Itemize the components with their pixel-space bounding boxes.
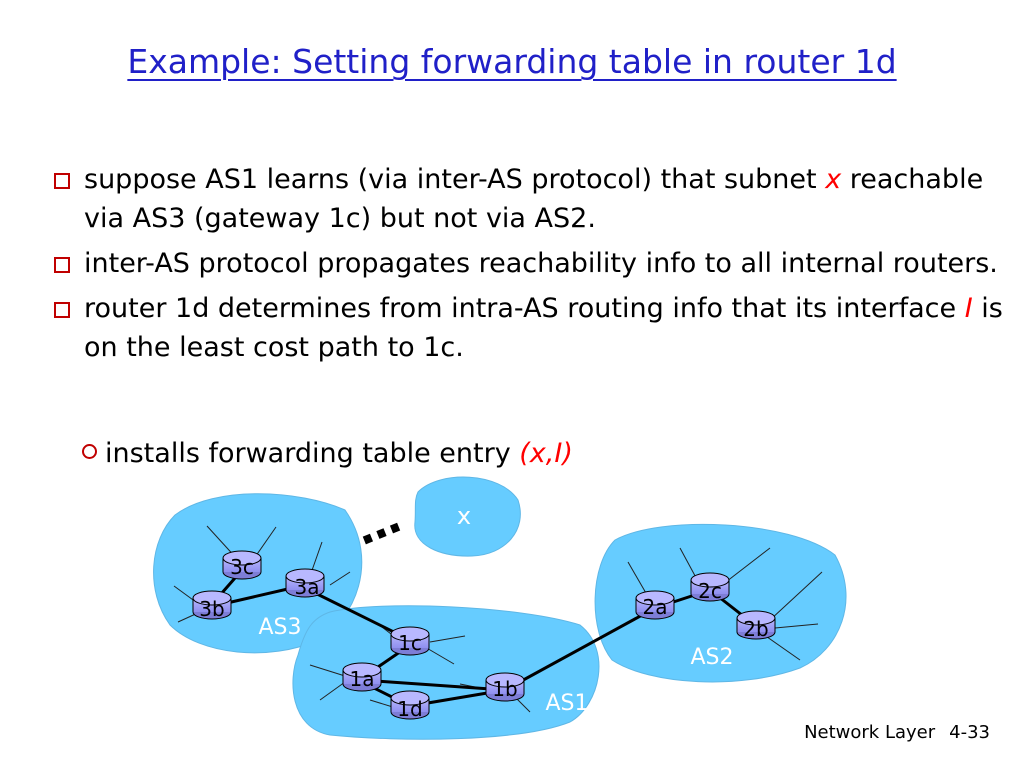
bullet-3-text-after: is on the least cost path to 1c. bbox=[84, 293, 1003, 363]
bullet-2-text: inter-AS protocol propagates reachabilit… bbox=[84, 248, 998, 279]
bullet-1: suppose AS1 learns (via inter-AS protoco… bbox=[48, 160, 1008, 238]
router-2c: 2c bbox=[690, 572, 730, 603]
router-1c-label: 1c bbox=[398, 631, 422, 655]
router-2a: 2a bbox=[635, 590, 675, 620]
router-3c-label: 3c bbox=[230, 555, 254, 579]
bullet-1-highlight: x bbox=[825, 164, 842, 195]
as1-cloud bbox=[292, 605, 600, 740]
as2-label: AS2 bbox=[690, 645, 733, 670]
router-3b-label: 3b bbox=[199, 597, 224, 621]
router-3a: 3a bbox=[285, 568, 325, 599]
as3-label: AS3 bbox=[258, 615, 301, 640]
bullet-list: suppose AS1 learns (via inter-AS protoco… bbox=[48, 160, 1008, 373]
router-3a-label: 3a bbox=[295, 575, 320, 599]
router-1c: 1c bbox=[390, 626, 430, 656]
slide-footer: Network Layer 4-33 bbox=[760, 722, 990, 743]
as1-label: AS1 bbox=[545, 691, 588, 716]
router-2a-label: 2a bbox=[643, 595, 668, 619]
router-1a: 1a bbox=[342, 662, 382, 692]
sub-bullet-text: installs forwarding table entry bbox=[105, 438, 520, 469]
square-bullet-icon bbox=[54, 302, 70, 318]
subnet-x-label: x bbox=[457, 502, 471, 530]
bullet-3-text-before: router 1d determines from intra-AS routi… bbox=[84, 293, 965, 324]
bullet-2: inter-AS protocol propagates reachabilit… bbox=[48, 244, 1008, 283]
router-2c-label: 2c bbox=[698, 579, 722, 603]
bullet-3-highlight: I bbox=[964, 293, 973, 324]
router-2b: 2b bbox=[736, 610, 776, 641]
slide-title: Example: Setting forwarding table in rou… bbox=[127, 42, 897, 81]
bullet-1-text-before: suppose AS1 learns (via inter-AS protoco… bbox=[84, 164, 826, 195]
router-1b: 1b bbox=[485, 672, 525, 702]
subnet-x-cloud bbox=[414, 476, 521, 557]
bullet-1-text-after: reachable via AS3 (gateway 1c) but not v… bbox=[84, 164, 984, 234]
router-1b-label: 1b bbox=[492, 677, 517, 701]
square-bullet-icon bbox=[54, 173, 70, 189]
router-3b: 3b bbox=[192, 590, 232, 621]
router-2b-label: 2b bbox=[743, 617, 768, 641]
router-1d: 1d bbox=[390, 690, 430, 721]
sub-bullet-highlight: (x,I) bbox=[519, 438, 573, 469]
sub-bullet: installs forwarding table entry (x,I) bbox=[82, 434, 573, 473]
router-3c: 3c bbox=[222, 550, 262, 580]
circle-bullet-icon bbox=[82, 444, 97, 459]
footer-page-number: 4-33 bbox=[949, 722, 990, 743]
square-bullet-icon bbox=[54, 257, 70, 273]
router-1a-label: 1a bbox=[350, 667, 375, 691]
router-1d-label: 1d bbox=[397, 697, 422, 721]
bullet-3: router 1d determines from intra-AS routi… bbox=[48, 289, 1008, 367]
footer-section: Network Layer bbox=[804, 722, 936, 743]
